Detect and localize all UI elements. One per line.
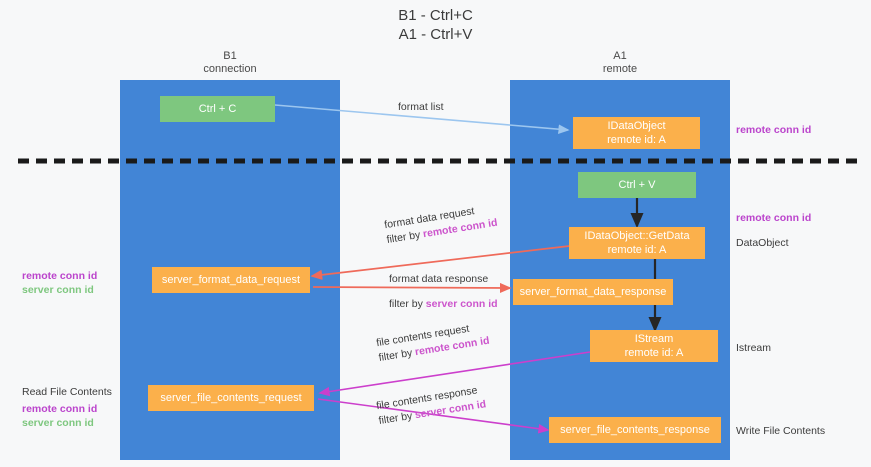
arrow-format-list [274, 104, 570, 134]
box-server-format-data-response-label: server_format_data_response [519, 286, 667, 298]
lane-title-b1: B1 [223, 50, 237, 62]
box-ctrl-c-label: Ctrl + C [198, 103, 237, 115]
lane-title-a1: A1 [613, 50, 627, 62]
box-ctrl-c[interactable]: Ctrl + C [160, 96, 275, 122]
edge-label-fmt-resp-line1: format data response [389, 273, 489, 285]
box-ctrl-v-label: Ctrl + V [618, 179, 656, 191]
right-label-remote-conn-id-top: remote conn id [736, 123, 811, 137]
right-label-remote-conn-id-top-text: remote conn id [736, 124, 812, 136]
left-label-read-file-contents: Read File Contents [22, 385, 112, 399]
box-server-file-contents-response[interactable]: server_file_contents_response [549, 417, 721, 443]
edge-label-format-list: format list [398, 100, 444, 115]
box-getdata-label: IDataObject::GetData [584, 230, 690, 242]
box-istream-sub: remote id: A [624, 347, 684, 359]
right-label-remote-conn-id-mid: remote conn id [736, 211, 811, 225]
left-label-conn-ids-mid: remote conn id server conn id [22, 269, 97, 297]
left-label-mid-remote-text: remote conn id [22, 270, 98, 282]
page-title: B1 - Ctrl+C A1 - Ctrl+V [0, 6, 871, 44]
right-label-dataobject-text: DataObject [736, 237, 789, 249]
box-idataobject-label: IDataObject [607, 120, 666, 132]
right-label-istream-text: Istream [736, 342, 772, 354]
lane-header-a1: A1 remote [510, 50, 730, 76]
edge-label-format-list-text: format list [398, 101, 444, 113]
box-server-file-contents-request-label: server_file_contents_request [160, 392, 302, 404]
lane-header-b1: B1 connection [120, 50, 340, 76]
left-label-conn-ids-bottom: remote conn id server conn id [22, 402, 97, 430]
arrow-format-data-response [312, 282, 512, 294]
box-istream-label: IStream [634, 333, 674, 345]
edge-label-format-data-response: format data response filter by server co… [389, 272, 498, 312]
box-idataobject-sub: remote id: A [607, 134, 666, 146]
right-label-write-file-contents-text: Write File Contents [736, 425, 826, 437]
box-server-file-contents-response-label: server_file_contents_response [560, 424, 710, 436]
box-server-format-data-request-label: server_format_data_request [161, 274, 301, 286]
title-line-1: B1 - Ctrl+C [398, 7, 473, 24]
box-server-file-contents-request[interactable]: server_file_contents_request [148, 385, 314, 411]
left-label-mid-server-text: server conn id [22, 284, 94, 296]
arrow-file-contents-response [317, 398, 550, 434]
arrow-format-data-request [310, 244, 579, 280]
edge-label-fmt-resp-line2-accent: server conn id [425, 298, 498, 310]
box-getdata[interactable]: IDataObject::GetData remote id: A [569, 227, 705, 259]
right-label-istream: Istream [736, 341, 771, 355]
box-ctrl-v[interactable]: Ctrl + V [578, 172, 696, 198]
box-server-format-data-request[interactable]: server_format_data_request [152, 267, 310, 293]
title-line-2: A1 - Ctrl+V [398, 26, 473, 43]
arrow-file-contents-request [318, 351, 591, 397]
left-label-bot-server-text: server conn id [22, 417, 94, 429]
right-label-dataobject: DataObject [736, 236, 789, 250]
box-getdata-sub: remote id: A [607, 244, 667, 256]
box-server-format-data-response[interactable]: server_format_data_response [513, 279, 673, 305]
edge-label-fmt-resp-line2-plain: filter by [389, 298, 426, 310]
left-label-bot-remote-text: remote conn id [22, 403, 98, 415]
right-label-write-file-contents: Write File Contents [736, 424, 825, 438]
lane-subtitle-b1: connection [203, 63, 257, 75]
box-idataobject[interactable]: IDataObject remote id: A [573, 117, 700, 149]
right-label-remote-conn-id-mid-text: remote conn id [736, 212, 812, 224]
box-istream[interactable]: IStream remote id: A [590, 330, 718, 362]
lane-subtitle-a1: remote [602, 63, 638, 75]
left-label-read-file-contents-text: Read File Contents [22, 386, 112, 398]
